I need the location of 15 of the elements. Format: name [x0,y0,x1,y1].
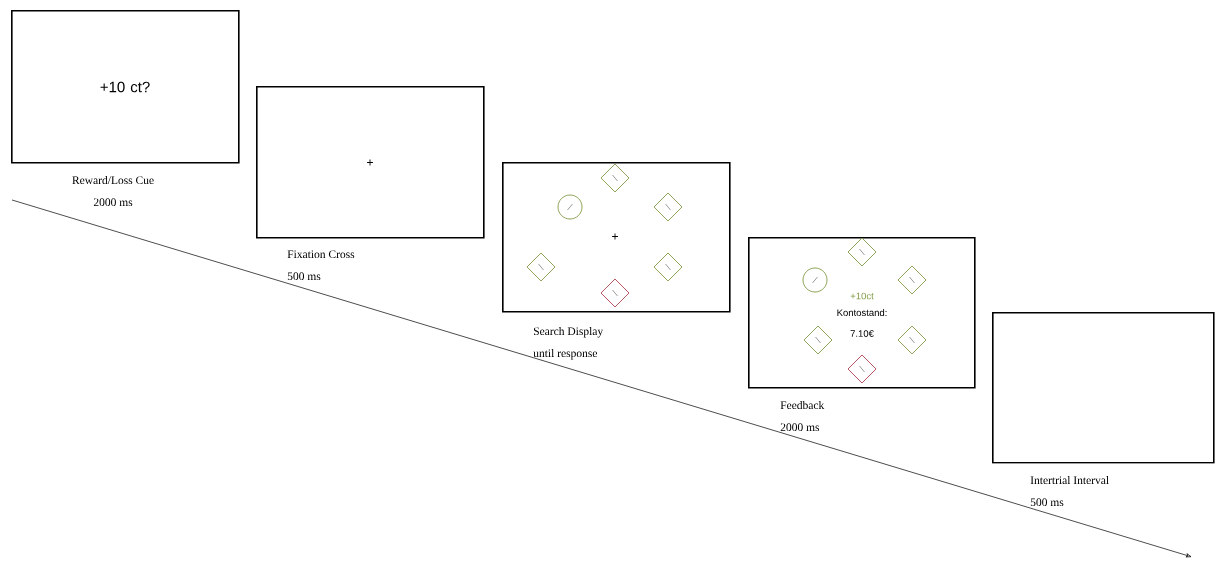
node-label: Reward/Loss Cue [72,176,154,185]
node-label: 500 ms [1030,498,1064,507]
node-label: 500 ms [287,272,321,281]
node-label: Fixation Cross [287,250,355,259]
screen-text: +10ct [850,292,874,300]
node-label: Search Display [534,327,604,338]
node-label: until response [533,349,597,360]
screen-text: Kontostand: 7.10€ [837,309,887,337]
node-label: Feedback [780,401,825,410]
node-label: 2000 ms [93,198,133,207]
screen-text: + [612,233,618,240]
screen-text: + [367,159,373,166]
node-label: Intertrial Interval [1030,476,1109,485]
node-label: 2000 ms [780,423,820,432]
screen-text: +10 ct? [100,81,150,93]
